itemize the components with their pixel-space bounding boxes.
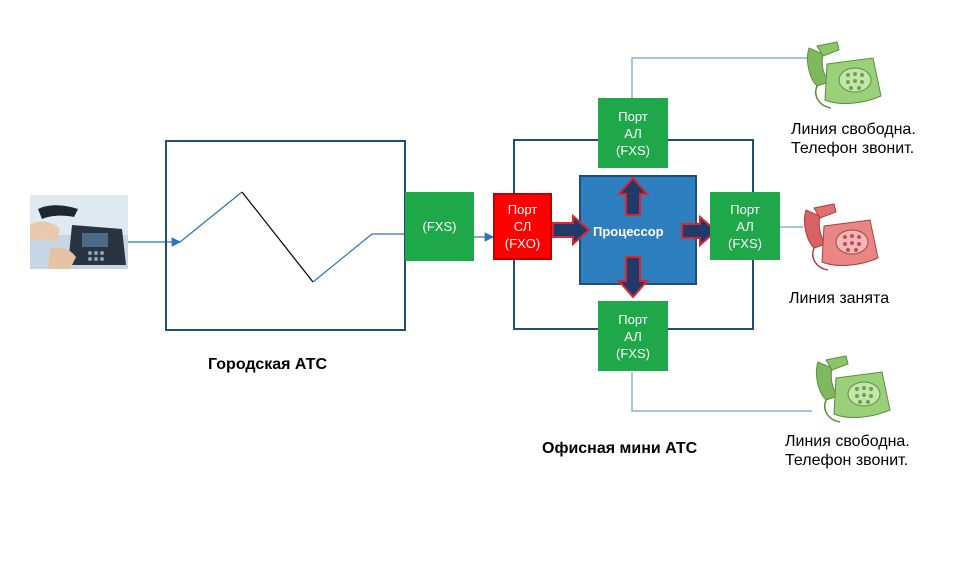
top-port-line-3: (FXS) — [616, 142, 650, 158]
zigzag-in — [179, 191, 243, 243]
top-line-status: Линия свободна. Телефон звонит. — [791, 120, 916, 158]
middle-line-status-1: Линия занята — [789, 290, 890, 307]
right-port-line-1: Порт — [730, 201, 760, 217]
processor-to-top-arrow — [616, 176, 650, 216]
right-port-line-3: (FXS) — [728, 235, 762, 251]
bottom-port-line-3: (FXS) — [616, 345, 650, 361]
trunk-to-processor-arrow — [552, 213, 591, 247]
trunk-port-line-1: Порт — [507, 202, 538, 217]
trunk-port-line-3: (FXO) — [504, 236, 541, 251]
top-port-line-2: АЛ — [624, 125, 642, 141]
bottom-line-wire — [631, 372, 812, 412]
bottom-line-status-2: Телефон звонит. — [785, 452, 909, 469]
bottom-line-status: Линия свободна. Телефон звонит. — [785, 432, 910, 470]
phone-busy-icon — [803, 203, 879, 271]
city-fxs-port-label: (FXS) — [422, 219, 457, 234]
city-fxs-port: (FXS) — [405, 192, 474, 261]
phone-free-top-icon — [806, 41, 882, 109]
right-fxs-port: Порт АЛ (FXS) — [710, 192, 780, 260]
zigzag-out — [312, 233, 405, 283]
bottom-line-status-1: Линия свободна. — [785, 433, 910, 450]
right-port-line-2: АЛ — [736, 218, 754, 234]
processor-to-bottom-arrow — [616, 256, 650, 299]
office-pbx-label: Офисная мини АТС — [542, 440, 698, 457]
bottom-port-line-2: АЛ — [624, 328, 642, 344]
top-port-line-1: Порт — [618, 108, 648, 124]
city-exchange-label: Городская АТС — [208, 356, 327, 373]
bottom-port-line-1: Порт — [618, 311, 648, 327]
trunk-port-line-2: СЛ — [513, 219, 532, 234]
caller-photo-icon — [30, 195, 128, 269]
top-fxs-port: Порт АЛ (FXS) — [598, 98, 668, 168]
top-line-status-2: Телефон звонит. — [791, 140, 915, 157]
processor-to-right-arrow — [681, 214, 718, 248]
phone-free-bottom-icon — [815, 355, 891, 423]
top-line-status-1: Линия свободна. — [791, 121, 916, 138]
trunk-fxo-port: Порт СЛ (FXO) — [493, 193, 552, 260]
zigzag-mid — [241, 191, 314, 283]
top-line-wire — [631, 57, 812, 98]
bottom-fxs-port: Порт АЛ (FXS) — [598, 301, 668, 371]
middle-line-status: Линия занята — [789, 289, 889, 308]
processor-label: Процессор — [593, 224, 664, 239]
